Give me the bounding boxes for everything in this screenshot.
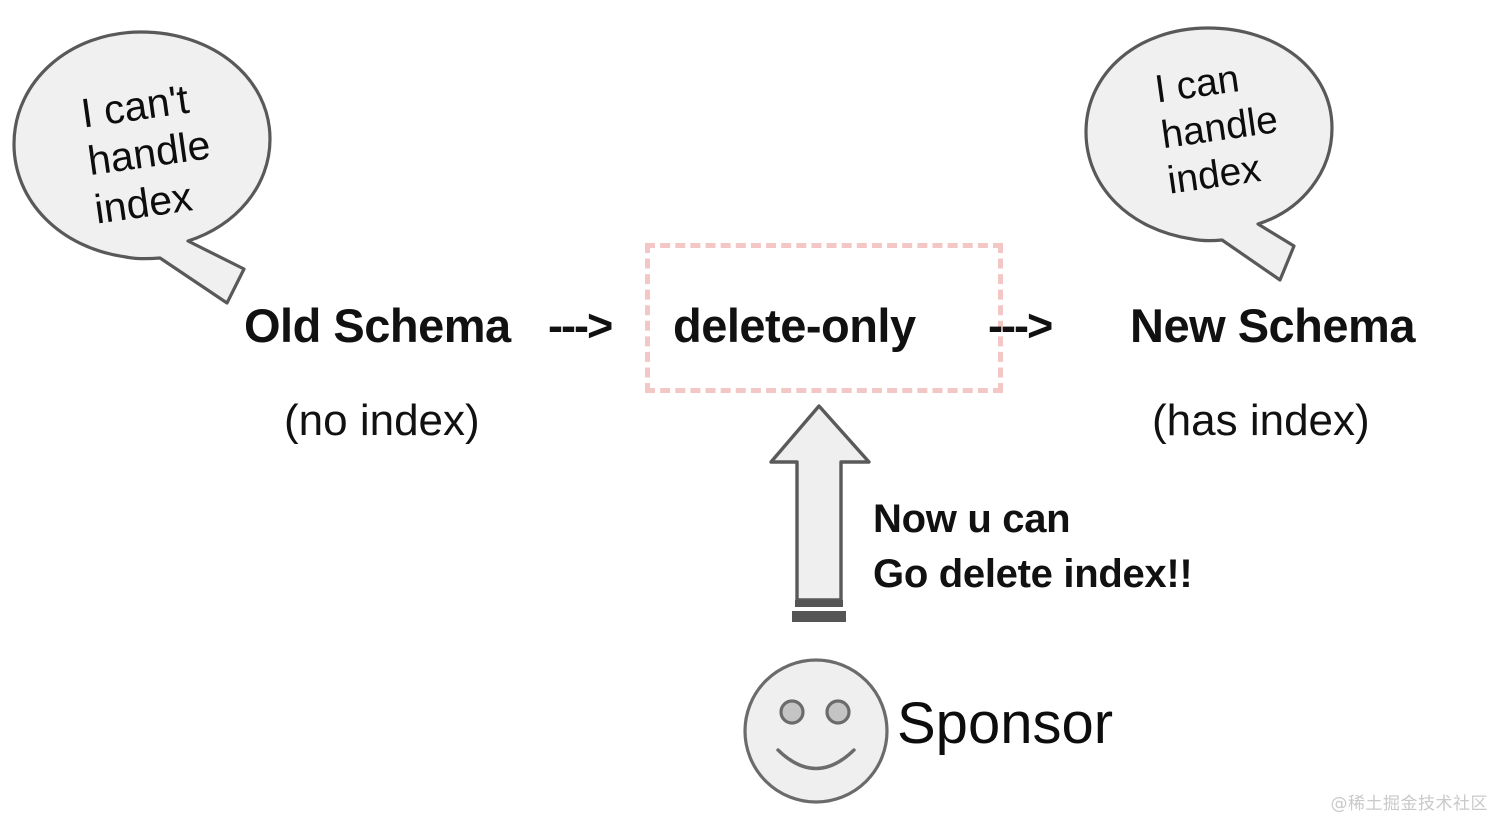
speech-bubble-left: [12, 30, 272, 305]
up-arrow-base-bottom: [792, 611, 846, 622]
smiley-eye-right: [825, 699, 851, 725]
flow-arrow-2-icon: --->: [988, 300, 1053, 351]
speech-bubble-right-shape: [1084, 26, 1334, 282]
flow-arrow-1-icon: --->: [548, 300, 613, 351]
up-arrow-base-top: [795, 600, 843, 607]
speech-bubble-left-shape: [12, 30, 272, 305]
delete-only-state-box: [645, 243, 1003, 393]
speech-bubble-left-text: I can't handle index: [78, 75, 214, 233]
speech-bubble-right: [1084, 26, 1334, 282]
watermark: @稀土掘金技术社区: [1330, 794, 1488, 814]
smiley-eye-left: [779, 699, 805, 725]
sponsor-label: Sponsor: [897, 691, 1114, 756]
smiley-head: [743, 658, 889, 804]
speech-bubble-right-text: I can handle index: [1152, 57, 1281, 203]
up-arrow-shape: [769, 404, 871, 602]
callout-text: Now u can Go delete index!!: [873, 497, 1193, 596]
up-arrow-icon: [769, 404, 871, 622]
new-schema-note: (has index): [1152, 396, 1370, 445]
new-schema-label: New Schema: [1130, 299, 1415, 352]
old-schema-note: (no index): [284, 396, 480, 445]
old-schema-label: Old Schema: [244, 299, 511, 352]
delete-only-label: delete-only: [673, 299, 916, 352]
smiley-face-icon: [743, 658, 889, 804]
smiley-mouth: [776, 748, 856, 771]
